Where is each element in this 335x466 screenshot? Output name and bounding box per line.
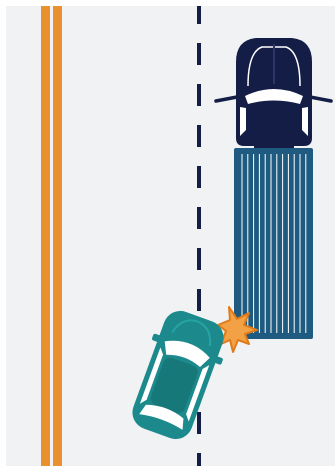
edge-stripe-right — [53, 6, 62, 466]
truck-trailer — [234, 148, 313, 339]
edge-stripe-left — [41, 6, 50, 466]
